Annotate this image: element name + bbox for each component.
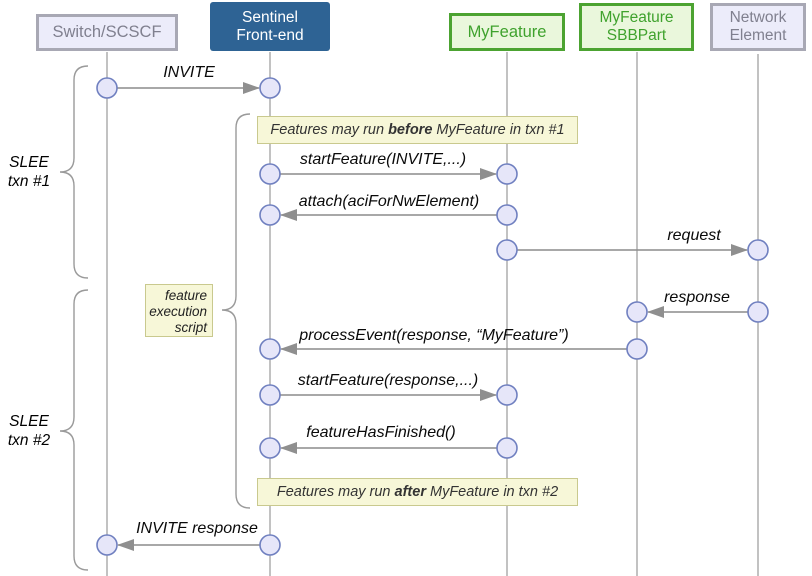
event-circle (96, 77, 118, 99)
label-line: SLEE (9, 413, 49, 430)
note-feature-execution-script: feature execution script (145, 284, 213, 337)
event-circle (259, 534, 281, 556)
event-circle (259, 338, 281, 360)
event-circle (496, 437, 518, 459)
event-circle (259, 384, 281, 406)
event-circle (626, 301, 648, 323)
note-features-before: Features may run before MyFeature in txn… (257, 116, 578, 144)
participant-label: Sentinel (241, 8, 298, 26)
participant-myfeature: MyFeature (449, 13, 565, 51)
note-text: MyFeature in txn #2 (425, 484, 559, 500)
message-attach: attach(aciForNwElement) (298, 193, 480, 210)
brace-feature-execution-script (221, 113, 251, 509)
message-start-feature-invite: startFeature(INVITE,...) (299, 151, 467, 168)
event-circle (259, 437, 281, 459)
event-circle (747, 301, 769, 323)
participant-label: Network (729, 9, 787, 26)
participant-label: MyFeature (599, 9, 674, 26)
participant-sentinel-front-end: Sentinel Front-end (210, 2, 330, 51)
brace-slee-txn1 (59, 65, 89, 279)
note-text: MyFeature in txn #1 (432, 122, 565, 138)
note-text: Features may run (270, 122, 389, 138)
participant-switch-scscf: Switch/SCSCF (36, 14, 178, 51)
note-text-emphasis: after (394, 484, 426, 500)
event-circle (626, 338, 648, 360)
message-invite: INVITE (163, 64, 215, 81)
participant-label: Switch/SCSCF (52, 23, 162, 41)
label-line: txn #1 (7, 173, 51, 190)
note-text: Features may run (276, 484, 395, 500)
message-request: request (667, 227, 721, 244)
event-circle (496, 239, 518, 261)
participant-label: SBBPart (606, 27, 667, 44)
message-process-event: processEvent(response, “MyFeature”) (299, 327, 569, 344)
message-feature-has-finished: featureHasFinished() (306, 424, 456, 441)
event-circle (259, 204, 281, 226)
note-features-after: Features may run after MyFeature in txn … (257, 478, 578, 506)
participant-myfeature-sbbpart: MyFeature SBBPart (579, 3, 694, 51)
label-line: txn #2 (7, 432, 51, 449)
event-circle (96, 534, 118, 556)
message-response: response (664, 289, 730, 306)
label-line: SLEE (9, 154, 49, 171)
participant-label: Element (729, 27, 787, 44)
message-invite-response: INVITE response (136, 520, 258, 537)
note-text: execution (149, 304, 207, 319)
participant-label: Front-end (236, 26, 304, 44)
message-start-feature-response: startFeature(response,...) (297, 372, 479, 389)
event-circle (259, 77, 281, 99)
label-slee-txn1: SLEE txn #1 (1, 153, 57, 191)
brace-slee-txn2 (59, 289, 89, 571)
event-circle (747, 239, 769, 261)
event-circle (496, 163, 518, 185)
participant-label: MyFeature (467, 22, 547, 41)
note-text: feature (164, 288, 207, 303)
note-text-emphasis: before (388, 122, 433, 138)
event-circle (496, 204, 518, 226)
event-circle (496, 384, 518, 406)
label-slee-txn2: SLEE txn #2 (1, 412, 57, 450)
event-circle (259, 163, 281, 185)
participant-network-element: Network Element (710, 3, 806, 51)
note-text: script (174, 320, 207, 335)
